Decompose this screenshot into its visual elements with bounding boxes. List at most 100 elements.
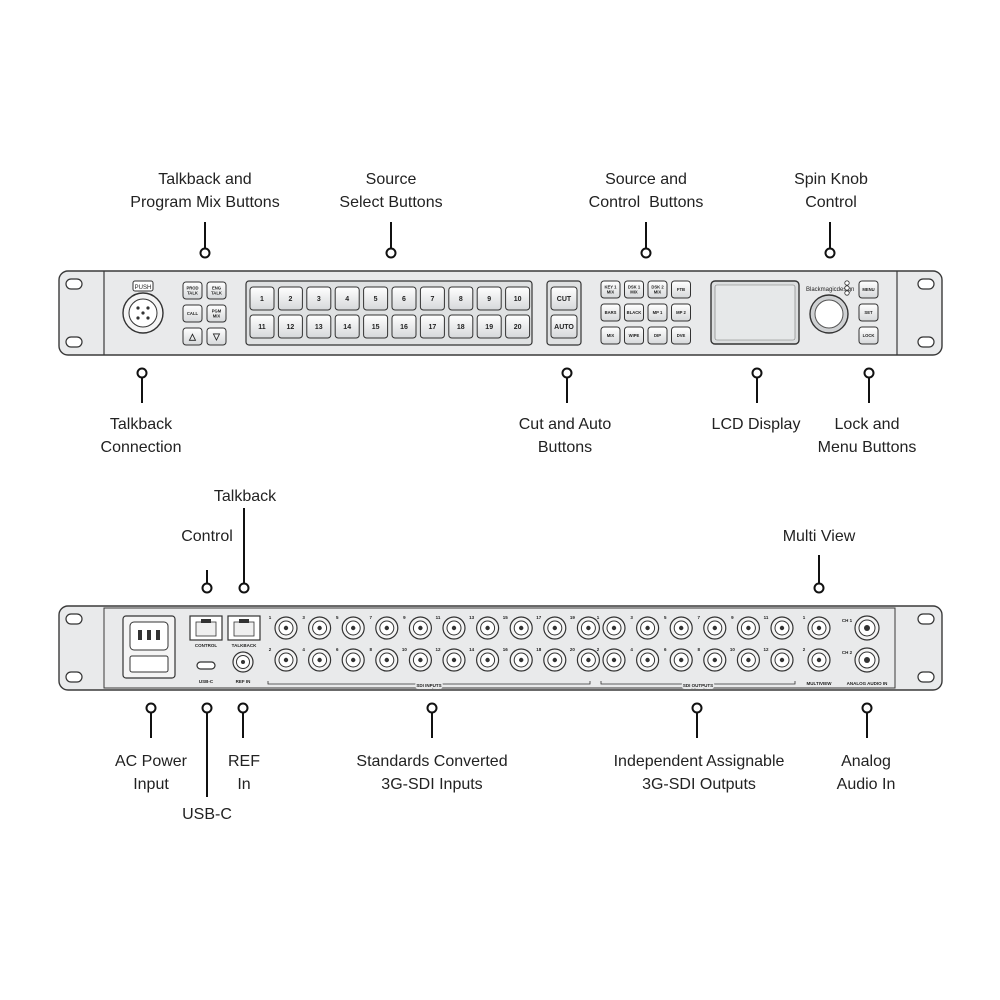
- control-button-12[interactable]: DVE: [671, 326, 691, 345]
- sdi-output-1[interactable]: [602, 616, 626, 640]
- source-button-4[interactable]: 4: [334, 286, 360, 311]
- sdi-input-3[interactable]: [308, 616, 332, 640]
- rack-hole: [65, 278, 83, 290]
- source-button-8-label: 8: [459, 296, 463, 303]
- control-button-4[interactable]: FTB: [671, 280, 691, 299]
- sdi-input-number: 5: [336, 615, 339, 620]
- sdi-input-7[interactable]: [375, 616, 399, 640]
- source-button-10[interactable]: 10: [505, 286, 531, 311]
- source-button-9[interactable]: 9: [476, 286, 502, 311]
- control-button-6[interactable]: BLACK: [624, 303, 644, 322]
- callout-usb-c: USB-C: [182, 806, 232, 823]
- source-button-12[interactable]: 12: [277, 314, 303, 339]
- talkback-xlr-connector[interactable]: PUSH: [122, 280, 164, 334]
- sdi-output-4[interactable]: [635, 648, 660, 672]
- control-button-11[interactable]: DIP: [647, 326, 668, 345]
- sdi-input-1[interactable]: [274, 616, 298, 640]
- set-button[interactable]: SET: [858, 303, 879, 322]
- source-button-1[interactable]: 1: [249, 286, 275, 311]
- analog-audio-ch1[interactable]: [854, 615, 880, 641]
- source-button-18[interactable]: 18: [448, 314, 474, 339]
- source-button-11[interactable]: 11: [249, 314, 275, 339]
- source-button-16[interactable]: 16: [391, 314, 417, 339]
- sdi-output-7[interactable]: [703, 616, 727, 640]
- menu-button[interactable]: MENU: [858, 280, 879, 299]
- sdi-input-16[interactable]: [509, 648, 533, 672]
- callout-control: Control: [181, 528, 233, 545]
- sdi-input-11[interactable]: [442, 616, 466, 640]
- sdi-input-14[interactable]: [476, 648, 500, 672]
- talkback-ethernet-port[interactable]: [227, 615, 261, 641]
- sdi-input-18[interactable]: [543, 648, 567, 672]
- source-button-7[interactable]: 7: [419, 286, 445, 311]
- sdi-output-6[interactable]: [669, 648, 693, 672]
- sdi-output-12[interactable]: [770, 648, 794, 672]
- sdi-input-6[interactable]: [341, 648, 365, 672]
- analog-audio-ch2[interactable]: [854, 647, 880, 673]
- spin-knob[interactable]: [809, 294, 849, 334]
- sdi-input-2[interactable]: [274, 648, 298, 672]
- source-button-19[interactable]: 19: [476, 314, 502, 339]
- source-button-15[interactable]: 15: [363, 314, 389, 339]
- source-button-2[interactable]: 2: [277, 286, 303, 311]
- ch2-label: CH 2: [842, 650, 853, 655]
- multiview-group: 12: [803, 615, 831, 672]
- source-button-14-label: 14: [343, 324, 351, 331]
- ref-in-bnc[interactable]: [232, 651, 254, 673]
- control-ethernet-port[interactable]: [189, 615, 223, 641]
- talkback-button-6[interactable]: ▽: [206, 327, 227, 346]
- sdi-output-11[interactable]: [770, 616, 794, 640]
- rack-hole: [917, 671, 935, 683]
- control-button-10[interactable]: WIPE: [624, 326, 644, 345]
- sdi-output-5[interactable]: [669, 616, 693, 640]
- sdi-input-9[interactable]: [408, 616, 432, 640]
- callout-lcd-display: LCD Display: [711, 416, 801, 433]
- sdi-input-12[interactable]: [442, 648, 466, 672]
- source-button-13[interactable]: 13: [306, 314, 332, 339]
- sdi-output-9[interactable]: [736, 616, 761, 640]
- source-button-20[interactable]: 20: [505, 314, 531, 339]
- usb-c-port[interactable]: [196, 661, 216, 670]
- sdi-input-5[interactable]: [341, 616, 365, 640]
- source-button-14[interactable]: 14: [334, 314, 360, 339]
- source-button-17-label: 17: [429, 324, 437, 331]
- sdi-input-10[interactable]: [408, 648, 432, 672]
- talkback-button-3[interactable]: CALL: [182, 304, 203, 323]
- sdi-output-2[interactable]: [602, 648, 626, 672]
- multiview-output-1[interactable]: [807, 616, 831, 640]
- source-button-6[interactable]: 6: [391, 286, 417, 311]
- control-button-5[interactable]: BARS: [600, 303, 621, 322]
- sdi-input-20[interactable]: [576, 648, 601, 672]
- source-button-5[interactable]: 5: [363, 286, 389, 311]
- sdi-input-13[interactable]: [476, 616, 500, 640]
- sdi-output-8[interactable]: [703, 648, 727, 672]
- source-button-6-label: 6: [402, 296, 406, 303]
- sdi-input-17[interactable]: [543, 616, 567, 640]
- sdi-input-15[interactable]: [509, 616, 533, 640]
- talkback-button-5[interactable]: △: [182, 327, 203, 346]
- source-button-8[interactable]: 8: [448, 286, 474, 311]
- control-button-7[interactable]: MP 1: [647, 303, 668, 322]
- source-button-3[interactable]: 3: [306, 286, 332, 311]
- sdi-input-number: 10: [402, 647, 408, 652]
- multiview-output-2[interactable]: [807, 648, 831, 672]
- sdi-output-3[interactable]: [635, 616, 660, 640]
- ac-power-inlet[interactable]: [122, 615, 176, 679]
- source-button-17[interactable]: 17: [419, 314, 445, 339]
- control-button-8[interactable]: MP 2: [671, 303, 691, 322]
- sdi-output-10[interactable]: [736, 648, 761, 672]
- sdi-input-4[interactable]: [308, 648, 332, 672]
- sdi-input-19[interactable]: [576, 616, 601, 640]
- talkback-button-3-label: CALL: [187, 311, 199, 316]
- auto-button[interactable]: AUTO: [550, 314, 578, 339]
- lock-button[interactable]: LOCK: [858, 326, 879, 345]
- cut-button[interactable]: CUT: [550, 286, 578, 311]
- sdi-input-8[interactable]: [375, 648, 399, 672]
- control-button-9[interactable]: MIX: [600, 326, 621, 345]
